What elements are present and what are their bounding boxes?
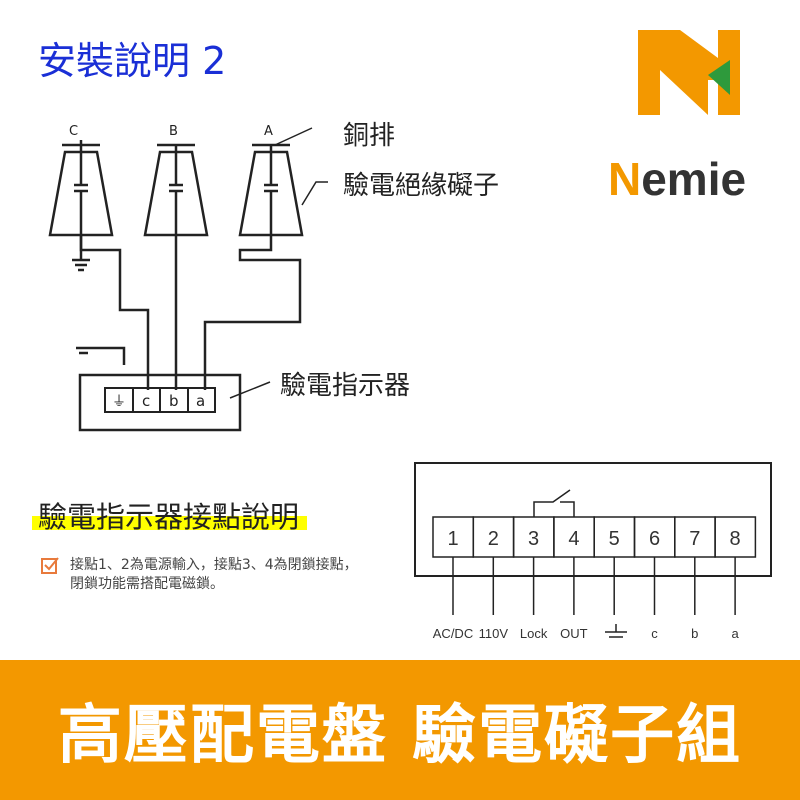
insulator-a: [238, 143, 304, 237]
terminal-number: 7: [689, 528, 700, 550]
insulator-label: 驗電絕緣礙子: [343, 171, 500, 201]
terminal-number: 6: [649, 528, 660, 550]
note-line-1: 接點1、2為電源輸入，接點3、4為閉鎖接點，: [70, 557, 358, 573]
terminal-number: 5: [609, 528, 620, 550]
note-line-2: 閉鎖功能需搭配電磁鎖。: [70, 576, 224, 592]
terminal-number: 1: [447, 528, 458, 550]
banner: 高壓配電盤 驗電礙子組: [0, 660, 800, 800]
banner-text: 高壓配電盤 驗電礙子組: [57, 699, 743, 773]
terminal-number: 3: [528, 528, 539, 550]
section-title-text: 驗電指示器接點說明: [38, 500, 300, 534]
checkbox-icon: [41, 557, 59, 574]
terminal-label: 110V: [479, 626, 509, 641]
terminal-ground: ⏚: [112, 394, 126, 410]
indicator-label: 驗電指示器: [280, 371, 411, 401]
terminal-number: 8: [730, 528, 741, 550]
terminal-label: b: [691, 626, 698, 641]
section-title: 驗電指示器接點說明: [32, 494, 308, 536]
terminal-b: b: [169, 392, 179, 410]
terminal-label: c: [651, 626, 658, 641]
terminal-c: c: [142, 392, 150, 410]
wiring-diagram: C B A ⏚ c b a: [48, 124, 328, 432]
insulator-c: [48, 140, 114, 272]
busbar-label: 銅排: [343, 121, 396, 151]
terminal-label: AC/DC: [433, 626, 473, 641]
page-title: 安裝說明 2: [38, 39, 227, 83]
terminal-a: a: [196, 392, 205, 410]
phase-a-label: A: [264, 124, 273, 139]
nemie-logo: Nemie: [608, 30, 746, 205]
phase-b-label: B: [169, 124, 178, 139]
terminal-number: 4: [568, 528, 579, 550]
terminal-label: Lock: [520, 626, 548, 641]
terminal-label: a: [731, 626, 739, 641]
terminal-label: OUT: [560, 626, 588, 641]
brand-name: Nemie: [608, 153, 746, 205]
phase-c-label: C: [69, 124, 78, 139]
ground-icon: [605, 624, 627, 638]
terminal-number: 2: [488, 528, 499, 550]
insulator-b: [143, 143, 209, 237]
note: 接點1、2為電源輸入，接點3、4為閉鎖接點， 閉鎖功能需搭配電磁鎖。: [40, 556, 358, 594]
